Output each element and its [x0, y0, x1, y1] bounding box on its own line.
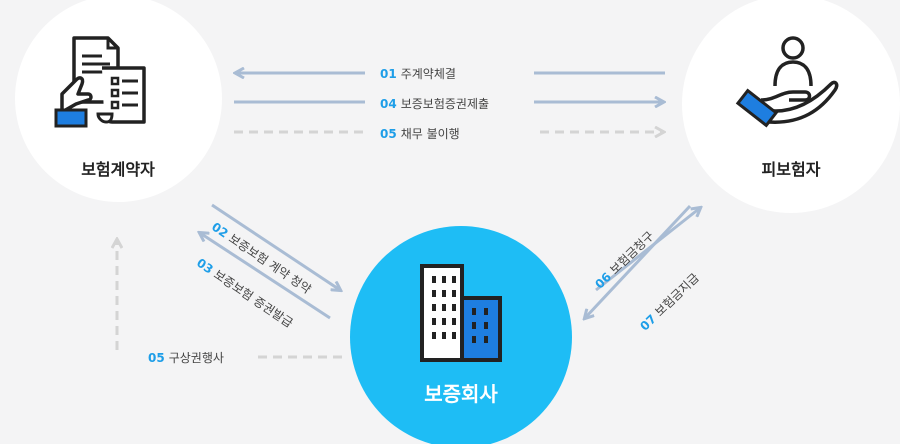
office-building-icon [420, 264, 502, 362]
policyholder-label: 보험계약자 [81, 160, 155, 179]
arrow-07 [585, 204, 692, 318]
insured-label: 피보험자 [761, 160, 821, 179]
arrow-02 [211, 203, 340, 290]
protected-person-hand-icon [735, 36, 839, 128]
contract-document-icon [54, 36, 146, 128]
insured-node [682, 0, 900, 213]
arrow-03 [200, 233, 331, 320]
insurer-label: 보증회사 [424, 382, 498, 406]
